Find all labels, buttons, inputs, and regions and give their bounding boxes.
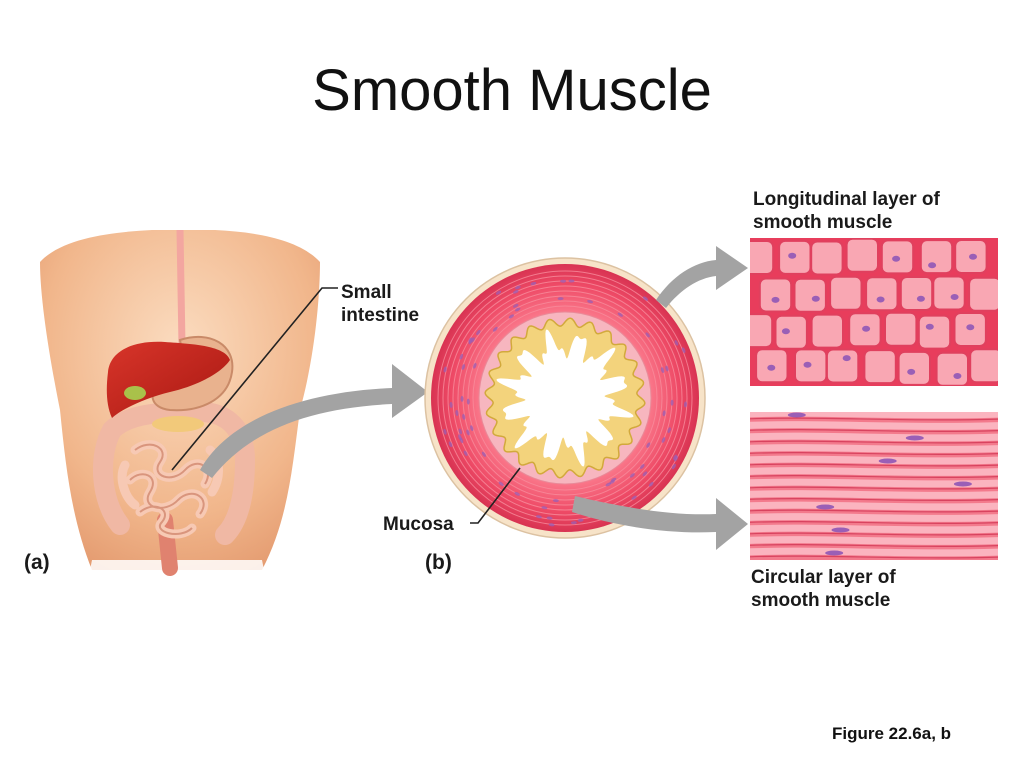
muscle-cell [933, 277, 964, 310]
muscle-cell [742, 241, 773, 274]
muscle-fiber [745, 551, 1002, 553]
muscle-nucleus [862, 326, 870, 332]
muscle-nucleus [788, 253, 796, 259]
muscle-nucleus [767, 365, 775, 371]
muscle-cell [776, 316, 807, 349]
muscle-fiber [745, 528, 1002, 530]
esophagus [180, 230, 182, 345]
muscle-nucleus [926, 324, 934, 330]
muscle-nucleus [832, 528, 850, 533]
muscle-nucleus [969, 254, 977, 260]
muscle-fiber [745, 540, 1002, 542]
muscle-cell [969, 278, 1000, 311]
muscle-nucleus [825, 551, 843, 556]
muscle-fiber [745, 505, 1002, 507]
longitudinal-muscle-block [741, 238, 1002, 386]
figure-caption: Figure 22.6a, b [832, 724, 951, 744]
muscle-cell [847, 239, 878, 272]
muscle-fiber [745, 494, 1002, 496]
muscle-cell [899, 352, 930, 385]
muscle-cell [919, 316, 950, 349]
muscle-cell [901, 277, 932, 310]
longitudinal-layer-label-line1: Longitudinal layer of [753, 188, 940, 211]
muscle-nucleus [906, 436, 924, 441]
muscle-cell [760, 279, 791, 312]
muscle-nucleus [877, 297, 885, 303]
muscle-fiber [745, 448, 1002, 450]
muscle-cell [827, 350, 858, 383]
muscle-fiber [745, 436, 1002, 438]
muscle-cell [970, 349, 1001, 382]
muscle-fiber [745, 471, 1002, 473]
muscle-cell [795, 279, 826, 312]
muscle-fiber [745, 517, 1002, 519]
muscle-fiber [745, 425, 1002, 427]
small-intestine-label-line1: Small [341, 281, 419, 304]
muscle-nucleus [812, 296, 820, 302]
muscle-nucleus [917, 296, 925, 302]
muscle-cell [921, 240, 952, 273]
circular-muscle-block [745, 412, 1002, 560]
pancreas [152, 416, 204, 432]
muscle-cell [830, 277, 861, 310]
gallbladder [124, 386, 146, 400]
muscle-cell [811, 242, 842, 275]
small-intestine-label: Small intestine [341, 281, 419, 327]
muscle-nucleus [966, 324, 974, 330]
small-intestine-label-line2: intestine [341, 304, 419, 327]
muscle-nucleus [879, 459, 897, 464]
muscle-nucleus [804, 362, 812, 368]
muscle-nucleus [892, 256, 900, 262]
muscle-nucleus [954, 482, 972, 487]
circular-layer-label: Circular layer of smooth muscle [751, 566, 896, 612]
longitudinal-layer-label: Longitudinal layer of smooth muscle [753, 188, 940, 234]
muscle-nucleus [951, 294, 959, 300]
muscle-cell [885, 313, 916, 346]
muscle-fiber [745, 413, 1002, 415]
circular-layer-label-line2: smooth muscle [751, 589, 896, 612]
circular-layer-label-line1: Circular layer of [751, 566, 896, 589]
muscle-nucleus [953, 373, 961, 379]
muscle-cell [741, 314, 772, 347]
muscle-cell [864, 350, 895, 383]
muscle-cell [866, 277, 897, 310]
muscle-fiber [745, 459, 1002, 461]
muscle-cell [937, 353, 968, 386]
muscle-nucleus [788, 413, 806, 418]
muscle-nucleus [928, 262, 936, 268]
longitudinal-layer-label-line2: smooth muscle [753, 211, 940, 234]
muscle-nucleus [843, 355, 851, 361]
panel-b-label: (b) [425, 551, 452, 574]
muscle-nucleus [907, 369, 915, 375]
panel-a-label: (a) [24, 551, 50, 574]
muscle-cell [812, 315, 843, 348]
rectum [165, 520, 170, 568]
muscle-nucleus [816, 505, 834, 510]
mucosa-label: Mucosa [383, 513, 454, 536]
arrow-to-longitudinal [656, 246, 748, 308]
muscle-nucleus [782, 328, 790, 334]
muscle-nucleus [772, 297, 780, 303]
